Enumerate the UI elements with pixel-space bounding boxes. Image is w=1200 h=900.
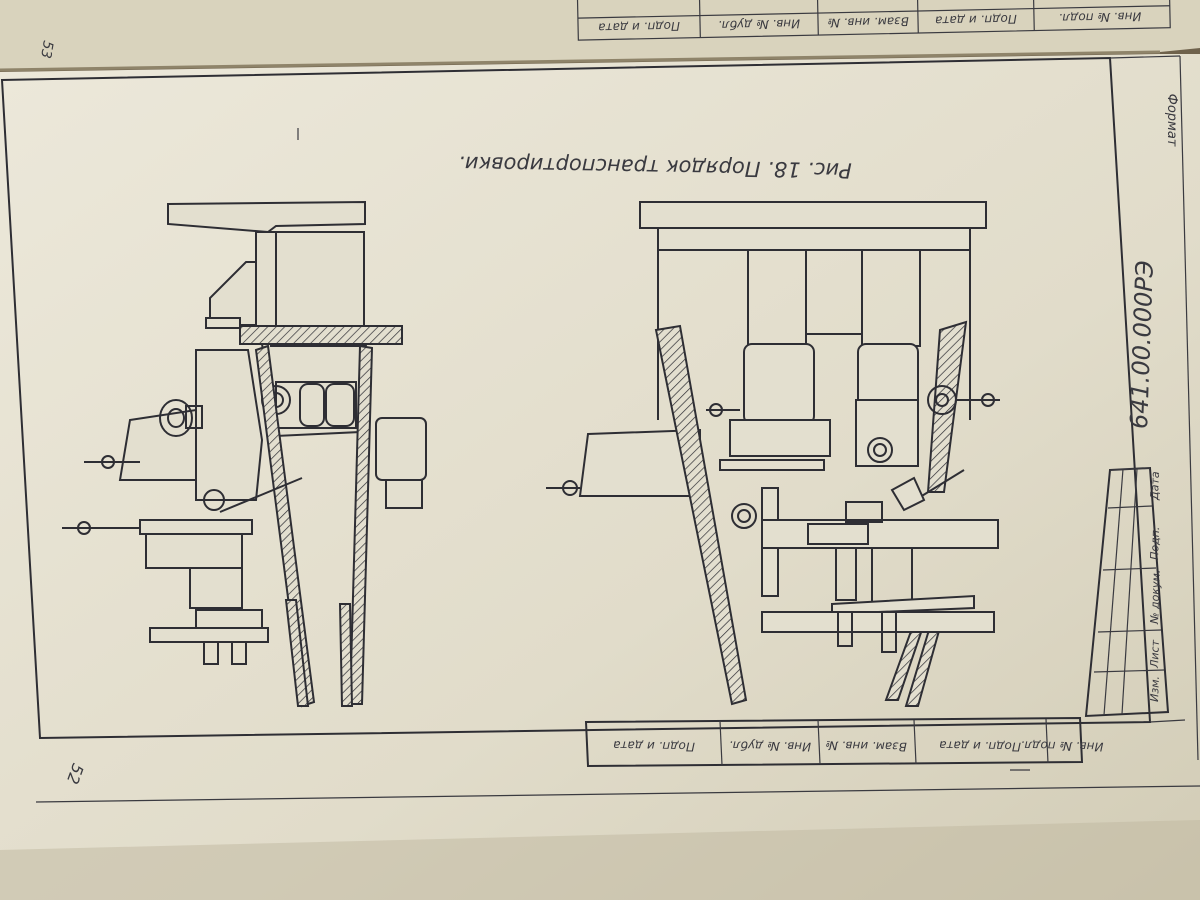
bottom-stamp-cell-1: Инв. № подл. [1021, 738, 1104, 753]
drawing-sheet: Рис. 18. Порядок транспортировки. Формат… [0, 54, 1200, 900]
top-stamp-cell-2: Инв. № дубл. [718, 16, 800, 32]
title-block-header-2: Лист [1148, 639, 1162, 669]
bottom-stamp-cell-2: Подп. и дата [939, 738, 1021, 753]
format-label: Формат [1164, 94, 1179, 147]
top-page-stamp: Подп. и дата Инв. № дубл. Взам. инв. № П… [576, 0, 1171, 41]
top-page: Подп. и дата Инв. № дубл. Взам. инв. № П… [0, 0, 1200, 72]
top-stamp-cell-4: Подп. и дата [935, 12, 1017, 28]
title-block-header-5: Дата [1148, 471, 1162, 501]
bottom-stamp-cell-5: Подп. и дата [613, 738, 695, 753]
machine-front-view [546, 201, 1000, 707]
machine-side-view [62, 200, 427, 708]
top-page-number: 53 [37, 39, 56, 59]
title-block-header-4: Подп. [1148, 526, 1162, 560]
title-block: Изм. Лист № докум. Подп. Дата [1084, 466, 1170, 718]
top-stamp-cell-1: Подп. и дата [598, 19, 680, 35]
top-stamp-cell-3: Взам. инв. № [827, 14, 909, 30]
title-block-header-3: № докум. [1148, 569, 1163, 625]
title-block-header-1: Изм. [1148, 676, 1162, 702]
bottom-stamp-cell-4: Инв. № дубл. [729, 738, 811, 753]
bottom-stamp: Инв. № подл. Подп. и дата Взам. инв. № И… [584, 716, 1104, 771]
bottom-stamp-cell-3: Взам. инв. № [825, 738, 907, 753]
top-stamp-cell-5: Инв. № подл. [1058, 9, 1141, 25]
document-code: 641.00.000РЭ [1125, 260, 1159, 430]
